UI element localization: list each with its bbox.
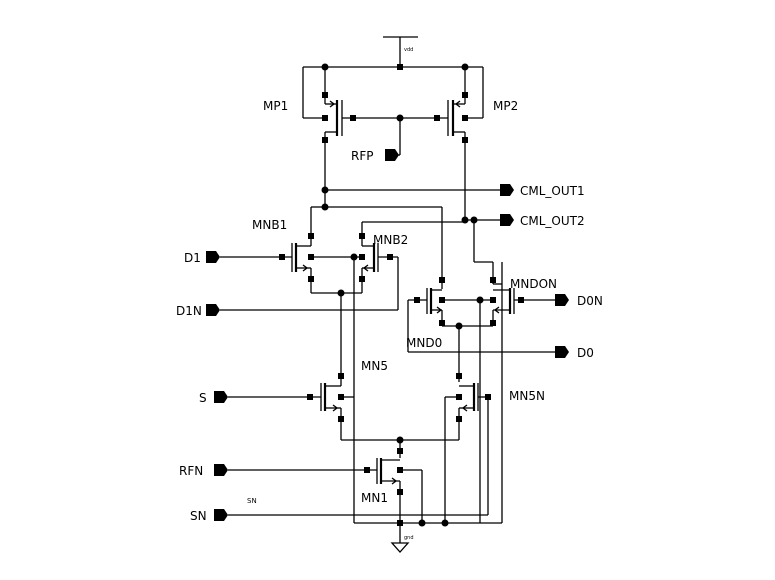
- pin-cml-out1[interactable]: CML_OUT1: [500, 184, 585, 198]
- pin-rfp-label: RFP: [351, 149, 373, 163]
- pin-rfn-label: RFN: [179, 464, 203, 478]
- pin-cml-out1-label: CML_OUT1: [520, 184, 585, 198]
- pin-cml-out2-label: CML_OUT2: [520, 214, 585, 228]
- mnd-pair: [407, 280, 555, 523]
- pin-d0-label: D0: [577, 346, 594, 360]
- pin-d1n[interactable]: D1N: [176, 304, 220, 318]
- device-label-mn5: MN5: [361, 359, 388, 373]
- vdd-label: vdd: [404, 47, 413, 53]
- device-label-mn1: MN1: [361, 491, 388, 505]
- device-label-mnb2: MNB2: [373, 233, 408, 247]
- pmos-load: [302, 66, 484, 220]
- gnd-label: gnd: [404, 535, 414, 541]
- pin-sn[interactable]: SN: [190, 509, 228, 523]
- device-label-mn5n: MN5N: [509, 389, 545, 403]
- device-label-mndon: MNDON: [510, 277, 557, 291]
- vdd-supply: vdd: [383, 36, 418, 67]
- sn-marker-note: SN: [247, 497, 257, 505]
- pin-d1[interactable]: D1: [184, 251, 220, 265]
- pin-d0[interactable]: D0: [555, 346, 594, 360]
- pin-s[interactable]: S: [199, 391, 228, 405]
- pin-rfn[interactable]: RFN: [179, 464, 228, 478]
- pin-d0n[interactable]: D0N: [555, 294, 603, 308]
- mnb-pair: [220, 236, 399, 523]
- mn5-pair: [228, 382, 489, 523]
- pin-d0n-label: D0N: [577, 294, 603, 308]
- gnd-supply: gnd: [390, 523, 414, 553]
- pin-s-label: S: [199, 391, 207, 405]
- device-label-mp1: MP1: [263, 99, 288, 113]
- device-label-mp2: MP2: [493, 99, 518, 113]
- pin-sn-label: SN: [190, 509, 207, 523]
- pin-cml-out2[interactable]: CML_OUT2: [500, 214, 585, 228]
- junction-dots: [321, 63, 484, 527]
- device-label-mnd0: MND0: [406, 336, 442, 350]
- device-label-mnb1: MNB1: [252, 218, 287, 232]
- pin-d1-label: D1: [184, 251, 201, 265]
- terminal-squares: [279, 64, 524, 526]
- pin-rfp[interactable]: RFP: [351, 149, 399, 163]
- mn1-tail: [228, 262, 503, 524]
- pin-d1n-label: D1N: [176, 304, 202, 318]
